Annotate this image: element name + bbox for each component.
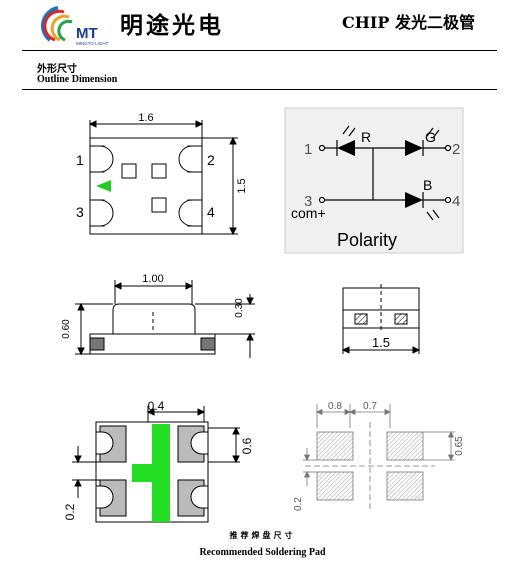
bottom-view-drawing: 0.4 0.6 0.2 bbox=[63, 399, 254, 523]
bottom-polarity-mark bbox=[132, 424, 170, 522]
top-width-label: 1.6 bbox=[138, 112, 153, 124]
pad-width-label: 0.8 bbox=[328, 401, 342, 412]
led-b-label: B bbox=[423, 177, 432, 193]
side-view-drawing: 1.00 0.60 0.30 bbox=[61, 273, 255, 358]
section-title-en: Outline Dimension bbox=[37, 74, 118, 85]
logo-subtext: MINGTO LIGHT bbox=[76, 41, 109, 46]
page-header: MT MINGTO LIGHT 明途光电 CHIP 发光二极管 bbox=[0, 0, 525, 50]
polarity-marker bbox=[96, 180, 111, 192]
polarity-pin-4: 4 bbox=[452, 193, 460, 210]
soldering-pad-title-cn: 推荐焊盘尺寸 bbox=[229, 531, 296, 540]
led-g-label: G bbox=[425, 129, 436, 145]
top-height-label: 1.5 bbox=[236, 178, 248, 193]
polarity-diagram: R G B 1 2 3 4 com+ Polarity bbox=[284, 107, 464, 254]
document-title: CHIP 发光二极管 bbox=[342, 13, 475, 32]
side-dome-height-label: 0.30 bbox=[234, 298, 245, 318]
brand-name: 明途光电 bbox=[120, 12, 224, 39]
pad-spacing-label: 0.2 bbox=[293, 497, 304, 511]
side-height-label: 0.60 bbox=[61, 319, 72, 339]
pad-gap-label: 0.7 bbox=[363, 401, 377, 412]
common-label: com+ bbox=[291, 205, 326, 221]
pin-4-label: 4 bbox=[207, 204, 215, 220]
end-width-label: 1.5 bbox=[372, 335, 390, 350]
company-logo: MT MINGTO LIGHT bbox=[41, 6, 109, 46]
pad-height-label: 0.65 bbox=[454, 436, 465, 456]
pin-1-label: 1 bbox=[76, 152, 84, 168]
polarity-pin-3: 3 bbox=[304, 193, 312, 210]
bottom-vertical-label: 0.6 bbox=[240, 437, 254, 454]
bottom-gap-label: 0.2 bbox=[63, 503, 77, 520]
soldering-pad-drawing: 0.8 0.7 0.65 0.2 bbox=[293, 401, 465, 511]
end-view-drawing: 1.5 bbox=[341, 284, 421, 354]
led-r-label: R bbox=[361, 129, 371, 145]
polarity-pin-1: 1 bbox=[304, 141, 312, 158]
section-title-cn: 外形尺寸 bbox=[37, 64, 77, 75]
bottom-pad-label: 0.4 bbox=[148, 399, 165, 413]
polarity-caption: Polarity bbox=[337, 230, 397, 250]
pin-2-label: 2 bbox=[207, 152, 215, 168]
pin-3-label: 3 bbox=[76, 204, 84, 220]
logo-text: MT bbox=[76, 25, 98, 42]
soldering-pad-title-en: Recommended Soldering Pad bbox=[199, 547, 326, 558]
section-rule bbox=[22, 89, 497, 90]
side-top-width-label: 1.00 bbox=[142, 273, 163, 285]
polarity-pin-2: 2 bbox=[452, 141, 460, 158]
header-rule bbox=[22, 50, 497, 51]
top-view-drawing: 1.6 1.5 1 2 3 4 bbox=[76, 112, 248, 236]
